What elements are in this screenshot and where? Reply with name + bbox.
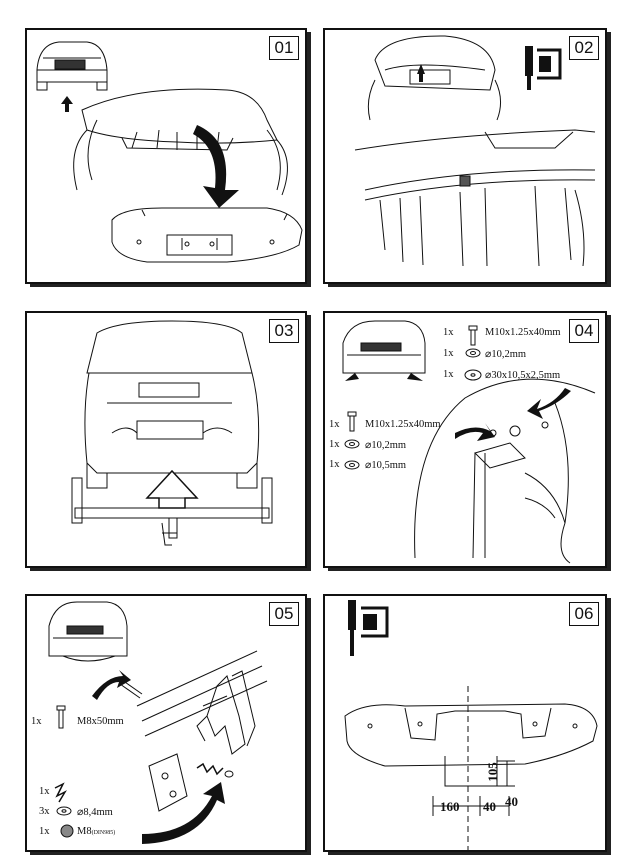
step-number: 02: [569, 36, 599, 60]
part-spec: ⌀30x10,5x2,5mm: [485, 370, 561, 381]
part-qty: 1x: [443, 348, 454, 359]
panel-shadow: [328, 566, 611, 571]
step-02-panel: 02: [323, 28, 607, 284]
part-spec: ⌀10,2mm: [485, 349, 527, 360]
part-note: (DIN985): [91, 830, 116, 836]
step-04-illustration: [342, 320, 596, 564]
step-02-illustration: [354, 35, 596, 267]
part-qty: 1x: [39, 786, 50, 797]
panel-shadow: [30, 566, 311, 571]
step-number: 01: [269, 36, 299, 60]
part-spec: ⌀10,5mm: [365, 460, 407, 471]
step-number: 06: [569, 602, 599, 626]
step-number: 05: [269, 602, 299, 626]
step-number: 04: [569, 319, 599, 343]
dimension-offset-a: 40: [483, 799, 496, 814]
step-06-panel: 06 105 160 40 40: [323, 594, 607, 852]
part-qty: 1x: [443, 327, 454, 338]
part-qty: 1x: [329, 459, 340, 470]
step-number: 03: [269, 319, 299, 343]
part-spec: M10x1.25x40mm: [485, 327, 561, 338]
panel-shadow: [30, 282, 311, 287]
screwdriver-icon: [525, 46, 562, 90]
step-01-illustration: [36, 41, 303, 263]
panel-shadow: [328, 850, 611, 855]
step-03-illustration: [71, 320, 273, 546]
panel-shadow: [306, 32, 311, 285]
part-qty: 1x: [443, 369, 454, 380]
panel-shadow: [606, 315, 611, 569]
part-spec: M8(DIN985): [77, 826, 116, 837]
part-qty: 1x: [329, 439, 340, 450]
panel-shadow: [328, 282, 611, 287]
step-05-illustration: [48, 601, 268, 844]
screwdriver-icon: [348, 600, 389, 656]
part-qty: 1x: [329, 419, 340, 430]
panel-shadow: [306, 598, 311, 853]
step-04-panel: 04 1x M10x1.25x40mm 1x ⌀10,2mm 1x ⌀30x10…: [323, 311, 607, 568]
part-qty: 1x: [31, 716, 42, 727]
dimension-width: 160: [440, 799, 460, 814]
dimension-offset-b: 40: [505, 794, 518, 809]
part-qty: 1x: [39, 826, 50, 837]
part-qty: 3x: [39, 806, 50, 817]
part-spec: ⌀10,2mm: [365, 440, 407, 451]
panel-shadow: [30, 850, 311, 855]
part-spec: ⌀8,4mm: [77, 807, 113, 818]
part-spec: M10x1.25x40mm: [365, 419, 441, 430]
step-06-illustration: [344, 600, 598, 850]
panel-shadow: [306, 315, 311, 569]
panel-shadow: [606, 32, 611, 285]
panel-shadow: [606, 598, 611, 853]
step-05-panel: 05 1x M8x50mm 1x 3x ⌀8,4mm 1x M8(DIN985): [25, 594, 307, 852]
step-01-panel: 01: [25, 28, 307, 284]
dimension-height: 105: [484, 762, 500, 782]
part-spec: M8x50mm: [77, 716, 124, 727]
step-03-panel: 03: [25, 311, 307, 568]
